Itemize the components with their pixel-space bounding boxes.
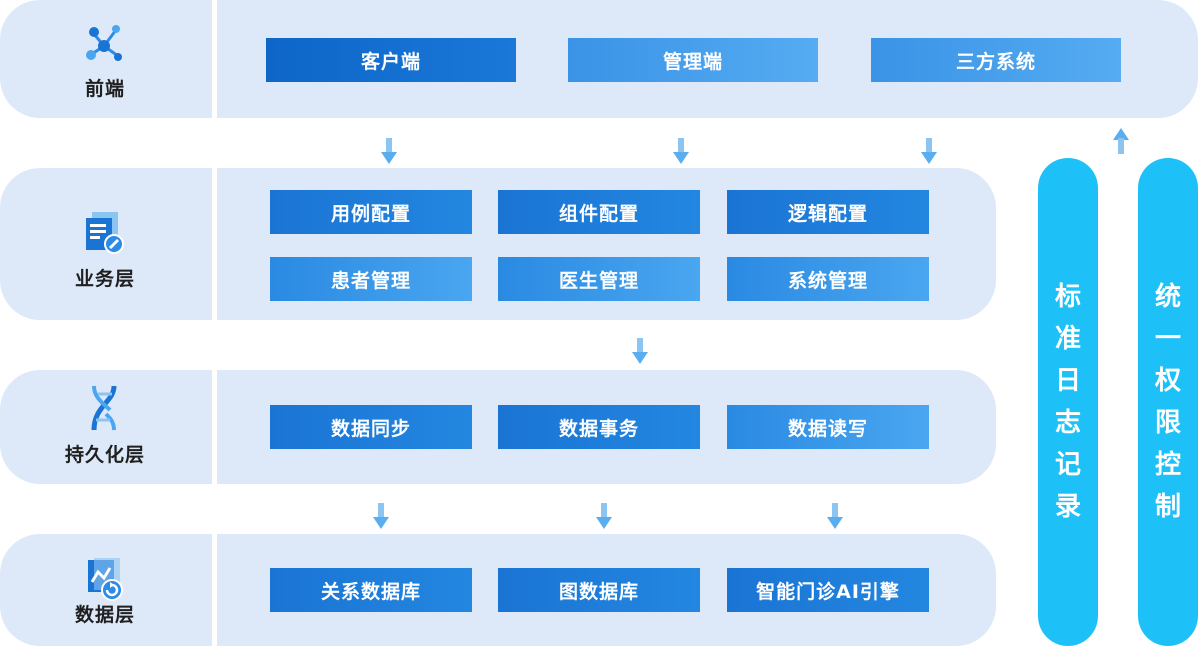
arrow-down-icon <box>381 138 397 164</box>
patient-mgmt-box: 患者管理 <box>270 257 472 301</box>
component-config-box: 组件配置 <box>498 190 700 234</box>
data-label: 数据层 <box>74 604 135 626</box>
admin-box: 管理端 <box>568 38 818 82</box>
layer-divider <box>212 0 217 118</box>
business-label: 业务层 <box>74 268 135 290</box>
frontend-label: 前端 <box>84 78 125 100</box>
client-box: 客户端 <box>266 38 516 82</box>
doctor-mgmt-box: 医生管理 <box>498 257 700 301</box>
arrow-down-icon <box>921 138 937 164</box>
pill-char: 制 <box>1154 492 1181 522</box>
arrow-down-icon <box>596 503 612 529</box>
pill-char: 限 <box>1154 408 1181 438</box>
database-icon <box>88 558 123 601</box>
arrow-down-icon <box>673 138 689 164</box>
dna-icon <box>91 385 117 431</box>
arrow-down-icon <box>827 503 843 529</box>
pill-char: 权 <box>1154 366 1181 396</box>
layer-divider <box>212 370 217 484</box>
third-party-box: 三方系统 <box>871 38 1121 82</box>
arrow-down-icon <box>373 503 389 529</box>
data-transaction-box: 数据事务 <box>498 405 700 449</box>
use-case-config-box: 用例配置 <box>270 190 472 234</box>
arrow-down-icon <box>632 338 648 364</box>
persistence-label: 持久化层 <box>64 444 145 466</box>
pill-char: 志 <box>1054 408 1081 438</box>
data-sync-box: 数据同步 <box>270 405 472 449</box>
pill-char: 控 <box>1154 450 1181 480</box>
pill-char: 录 <box>1054 492 1081 522</box>
layer-divider <box>212 168 217 320</box>
standard-logging-pill: 标 准 日 志 记 录 <box>1038 158 1098 646</box>
system-mgmt-box: 系统管理 <box>727 257 929 301</box>
molecule-icon <box>86 25 122 61</box>
pill-char: 记 <box>1054 450 1081 480</box>
ai-engine-box: 智能门诊AI引擎 <box>727 568 929 612</box>
pill-char: 统 <box>1154 282 1181 312</box>
arrow-up-icon <box>1113 128 1129 154</box>
unified-auth-pill: 统 一 权 限 控 制 <box>1138 158 1198 646</box>
pill-char: 一 <box>1154 324 1181 354</box>
pill-char: 日 <box>1054 366 1081 396</box>
pill-char: 标 <box>1054 282 1081 312</box>
layer-divider <box>212 534 217 646</box>
document-icon <box>86 212 124 254</box>
data-read-write-box: 数据读写 <box>727 405 929 449</box>
graph-db-box: 图数据库 <box>498 568 700 612</box>
pill-char: 准 <box>1054 324 1081 354</box>
relational-db-box: 关系数据库 <box>270 568 472 612</box>
logic-config-box: 逻辑配置 <box>727 190 929 234</box>
